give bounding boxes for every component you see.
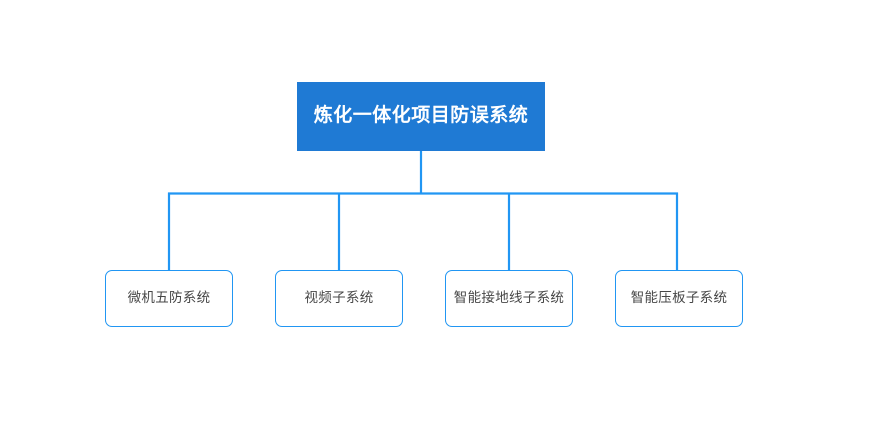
- node-root-label: 炼化一体化项目防误系统: [313, 105, 529, 127]
- node-root[interactable]: 炼化一体化项目防误系统: [297, 82, 545, 151]
- node-child-label: 微机五防系统: [127, 290, 211, 306]
- node-child-video-subsystem[interactable]: 视频子系统: [275, 270, 403, 327]
- node-child-microcomputer-five-prevention[interactable]: 微机五防系统: [105, 270, 233, 327]
- node-child-label: 视频子系统: [304, 290, 374, 306]
- node-child-smart-pressure-plate-subsystem[interactable]: 智能压板子系统: [615, 270, 743, 327]
- node-child-smart-grounding-wire-subsystem[interactable]: 智能接地线子系统: [445, 270, 573, 327]
- node-child-label: 智能压板子系统: [630, 290, 728, 306]
- node-child-label: 智能接地线子系统: [453, 290, 565, 306]
